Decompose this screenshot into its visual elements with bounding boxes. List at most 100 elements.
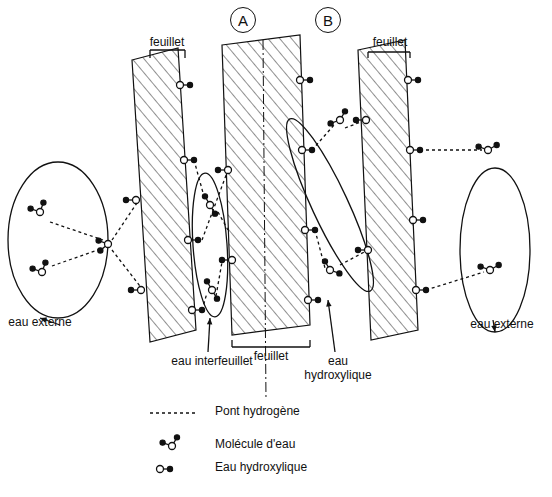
water-group-outline [8, 162, 108, 318]
hydrogen-atom [174, 435, 179, 440]
hydrogen-atom [204, 279, 209, 284]
bracket [232, 346, 310, 347]
annotation-label: eau interfeuillet [167, 355, 257, 369]
bracket [368, 51, 410, 52]
oxygen-atom [410, 217, 417, 224]
hydrogen-atom [215, 167, 220, 172]
hydrogen-atom [337, 271, 342, 276]
circled-letter: A [230, 7, 256, 33]
oxygen-atom [407, 147, 414, 154]
oxygen-atom [39, 269, 46, 276]
arrow-head [326, 300, 331, 307]
oxygen-atom [105, 241, 112, 248]
hydrogen-atom [167, 466, 172, 471]
hydrogen-atom [494, 142, 499, 147]
annotation-label: eau hydroxylique [293, 355, 383, 383]
oxygen-atom [297, 77, 304, 84]
hydrogen-bond [426, 272, 484, 290]
hydrogen-bond [202, 170, 228, 240]
hydrogen-atom [476, 144, 481, 149]
hydrogen-atom [478, 264, 483, 269]
letter: B [323, 12, 333, 29]
hydrogen-bond [420, 149, 482, 150]
oxygen-atom [327, 267, 334, 274]
hydrogen-bond [312, 125, 334, 150]
oxygen-atom [207, 202, 214, 209]
hydrogen-atom [187, 82, 192, 87]
bracket [150, 49, 185, 50]
hydrogen-atom [415, 77, 420, 82]
hydrogen-atom [41, 200, 46, 205]
oxygen-atom [138, 287, 145, 294]
hydrogen-bond [150, 412, 195, 413]
water-group-outline [274, 111, 387, 298]
oxygen-atom [133, 197, 140, 204]
clay-sheet [132, 48, 196, 342]
leader-arrow [328, 300, 335, 352]
hydrogen-bond [194, 160, 205, 200]
oxygen-atom [177, 82, 184, 89]
hydrogen-atom [214, 296, 219, 301]
hydrogen-bond [112, 200, 139, 240]
legend-text: Eau hydroxylique [215, 461, 307, 475]
water-group-outline [460, 168, 530, 332]
symmetry-axis [263, 40, 266, 400]
hydrogen-atom [420, 217, 425, 222]
annotation-label: feuillet [132, 36, 202, 50]
oxygen-atom [185, 237, 192, 244]
hydrogen-bond [218, 212, 228, 230]
oxygen-atom [189, 307, 196, 314]
hydrogen-bond [50, 222, 103, 240]
bracket [409, 52, 410, 58]
oxygen-atom [37, 209, 44, 216]
hydrogen-atom [496, 262, 501, 267]
bracket [309, 340, 310, 347]
letter: A [238, 12, 248, 29]
hydrogen-atom [353, 117, 358, 122]
hydrogen-atom [128, 287, 133, 292]
hydrogen-atom [96, 238, 101, 243]
oxygen-atom [305, 297, 312, 304]
hydrogen-atom [328, 121, 333, 126]
water-group-outline [188, 172, 232, 318]
oxygen-atom [485, 147, 492, 154]
hydrogen-atom [212, 211, 217, 216]
oxygen-atom [157, 466, 164, 473]
hydrogen-atom [355, 247, 360, 252]
bracket [149, 50, 150, 58]
hydrogen-bond [202, 293, 207, 310]
oxygen-atom [487, 267, 494, 274]
hydrogen-atom [30, 266, 35, 271]
hydrogen-bond [315, 230, 325, 268]
bracket [184, 50, 185, 58]
oxygen-atom [363, 117, 370, 124]
hydrogen-bond [216, 262, 222, 296]
hydrogen-atom [195, 237, 200, 242]
legend-text: Molécule d'eau [215, 438, 295, 452]
oxygen-atom [337, 117, 344, 124]
annotation-label: eau externe [0, 316, 85, 330]
hydrogen-bond [340, 250, 368, 265]
oxygen-atom [225, 167, 232, 174]
hydrogen-atom [123, 197, 128, 202]
oxygen-atom [229, 257, 236, 264]
oxygen-atom [169, 443, 176, 450]
oxygen-atom [302, 227, 309, 234]
legend-text: Pont hydrogène [215, 405, 300, 419]
oxygen-atom [365, 247, 372, 254]
oxygen-atom [299, 147, 306, 154]
annotation-label: eau externe [457, 318, 547, 332]
hydrogen-atom [315, 297, 320, 302]
clay-sheet [222, 35, 310, 335]
hydrogen-bond [52, 248, 103, 266]
circled-letter: B [315, 7, 341, 33]
hydrogen-atom [28, 206, 33, 211]
arrow-head [207, 318, 212, 325]
hydrogen-atom [160, 440, 165, 445]
oxygen-atom [405, 77, 412, 84]
annotation-label: feuillet [355, 36, 425, 50]
hydrogen-atom [307, 77, 312, 82]
hydrogen-atom [98, 248, 103, 253]
hydrogen-atom [202, 194, 207, 199]
